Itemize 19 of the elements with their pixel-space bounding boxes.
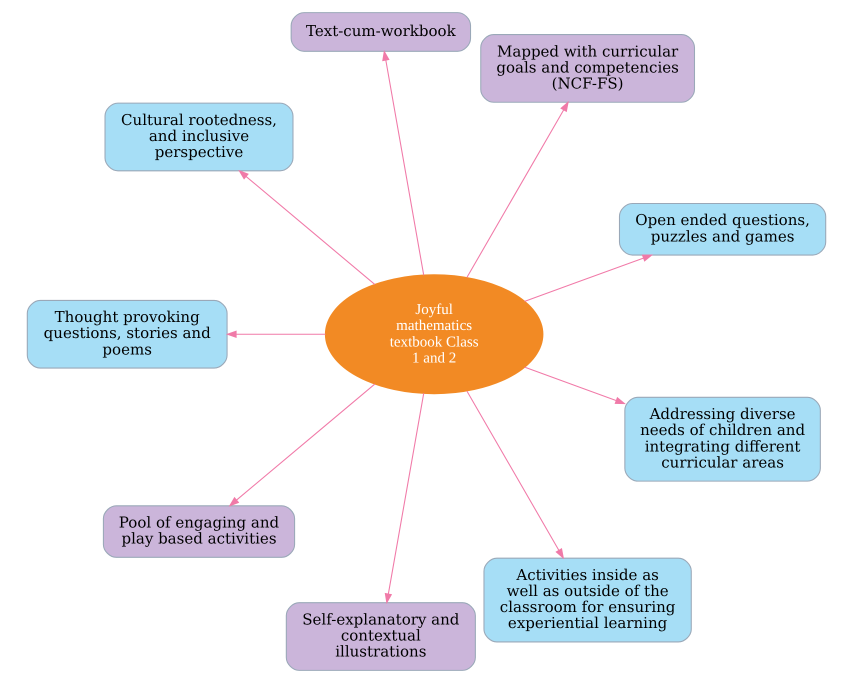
arrow bbox=[466, 390, 564, 560]
node-box: Cultural rootedness, and inclusive perspective bbox=[104, 102, 294, 172]
node-box: Activities inside as well as outside of the classroom for ensuring experiential learning bbox=[483, 558, 692, 642]
node-box: Open ended questions, puzzles and games bbox=[618, 202, 826, 256]
arrow bbox=[226, 330, 326, 338]
arrow bbox=[238, 170, 376, 285]
arrow bbox=[466, 100, 569, 278]
node-box: Addressing diverse needs of children and integrating different curricular areas bbox=[624, 396, 821, 482]
node-box: Text-cum-workbook bbox=[290, 12, 472, 52]
arrow bbox=[524, 254, 654, 302]
node-box: Self-explanatory and contextual illustrations bbox=[286, 602, 476, 671]
arrow bbox=[384, 393, 424, 604]
node-ellipse: Joyful mathematics textbook Class 1 and 2 bbox=[324, 274, 544, 394]
arrow bbox=[228, 384, 376, 507]
node-box: Thought provoking questions, stories and poems bbox=[26, 300, 228, 369]
arrow bbox=[382, 50, 424, 276]
node-box: Mapped with curricular goals and competencies (NCF-FS) bbox=[480, 34, 696, 103]
arrow bbox=[524, 366, 626, 404]
node-box: Pool of engaging and play based activities bbox=[102, 505, 296, 558]
